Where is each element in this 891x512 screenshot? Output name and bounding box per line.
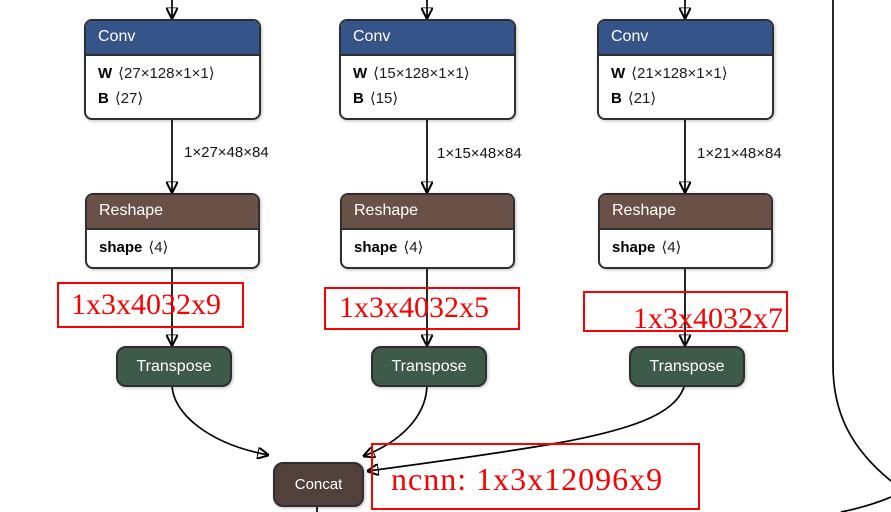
reshape-node-3[interactable]: Reshape shape⟨4⟩ [598, 193, 773, 269]
attr-row: shape⟨4⟩ [612, 239, 682, 256]
shape-annotation-2: 1x3x4032x5 [324, 287, 520, 330]
conv-node-2-title: Conv [341, 21, 514, 56]
ncnn-shape-annotation: ncnn: 1x3x12096x9 [371, 443, 700, 510]
conv-node-3-body: W⟨21×128×1×1⟩ B⟨21⟩ [599, 56, 772, 118]
edge-transpose-concat-2 [364, 383, 428, 456]
reshape-node-2[interactable]: Reshape shape⟨4⟩ [340, 193, 515, 269]
reshape-node-3-body: shape⟨4⟩ [600, 230, 771, 267]
reshape-node-1[interactable]: Reshape shape⟨4⟩ [85, 193, 260, 269]
transpose-node-3[interactable]: Transpose [629, 346, 745, 387]
edge-transpose-concat-1 [171, 383, 268, 455]
transpose-node-1[interactable]: Transpose [116, 346, 232, 387]
edge-right-bypass [832, 0, 891, 482]
edge-shape-label-1: 1×27×48×84 [184, 144, 269, 161]
attr-row: W⟨27×128×1×1⟩ [98, 65, 215, 82]
transpose-node-2[interactable]: Transpose [371, 346, 487, 387]
attr-row: W⟨21×128×1×1⟩ [611, 65, 728, 82]
conv-node-3[interactable]: Conv W⟨21×128×1×1⟩ B⟨21⟩ [597, 19, 774, 120]
reshape-node-1-body: shape⟨4⟩ [87, 230, 258, 267]
attr-row: B⟨21⟩ [611, 90, 657, 107]
edge-bottom-right [840, 496, 891, 512]
attr-row: W⟨15×128×1×1⟩ [353, 65, 470, 82]
attr-row: shape⟨4⟩ [354, 239, 424, 256]
conv-node-1[interactable]: Conv W⟨27×128×1×1⟩ B⟨27⟩ [84, 19, 261, 120]
conv-node-3-title: Conv [599, 21, 772, 56]
conv-node-2-body: W⟨15×128×1×1⟩ B⟨15⟩ [341, 56, 514, 118]
reshape-node-3-title: Reshape [600, 195, 771, 230]
attr-row: B⟨15⟩ [353, 90, 399, 107]
reshape-node-1-title: Reshape [87, 195, 258, 230]
shape-annotation-3: 1x3x4032x7 [583, 291, 788, 335]
shape-annotation-1: 1x3x4032x9 [57, 282, 244, 328]
conv-node-1-body: W⟨27×128×1×1⟩ B⟨27⟩ [86, 56, 259, 118]
concat-node[interactable]: Concat [273, 462, 364, 507]
reshape-node-2-title: Reshape [342, 195, 513, 230]
attr-row: shape⟨4⟩ [99, 239, 169, 256]
attr-row: B⟨27⟩ [98, 90, 144, 107]
edge-shape-label-2: 1×15×48×84 [437, 145, 522, 162]
reshape-node-2-body: shape⟨4⟩ [342, 230, 513, 267]
conv-node-2[interactable]: Conv W⟨15×128×1×1⟩ B⟨15⟩ [339, 19, 516, 120]
conv-node-1-title: Conv [86, 21, 259, 56]
edge-shape-label-3: 1×21×48×84 [697, 145, 782, 162]
